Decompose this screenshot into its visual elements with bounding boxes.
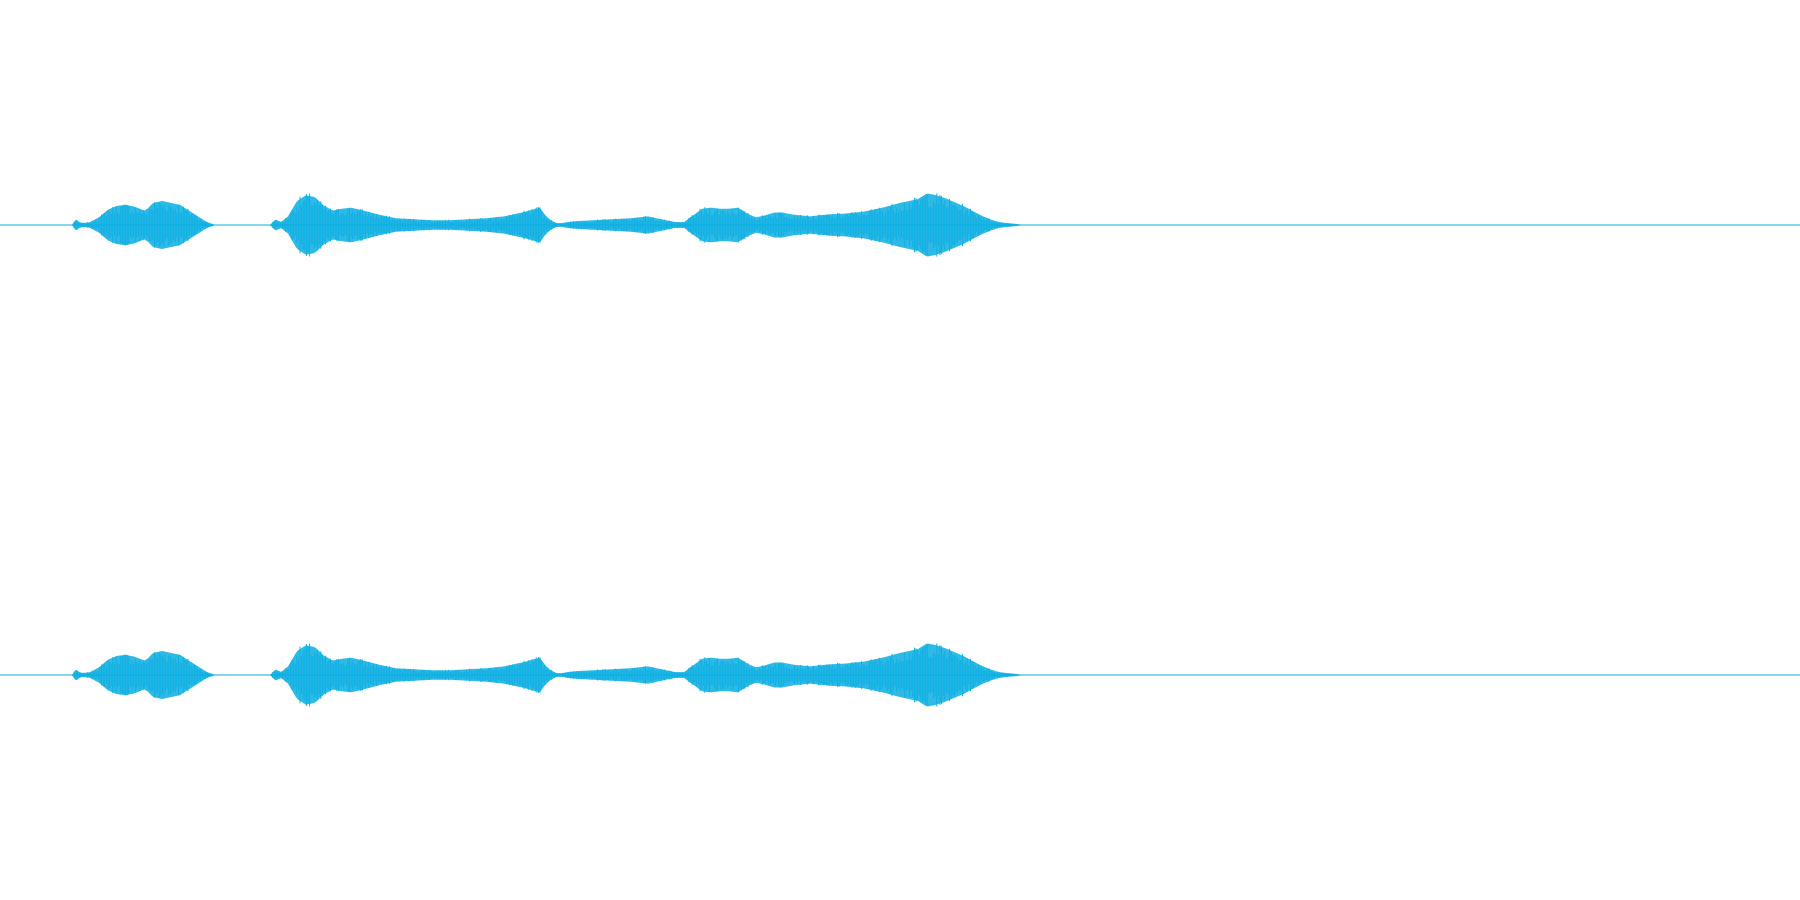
channel-top [0,193,1800,257]
channel-bottom [0,643,1800,707]
